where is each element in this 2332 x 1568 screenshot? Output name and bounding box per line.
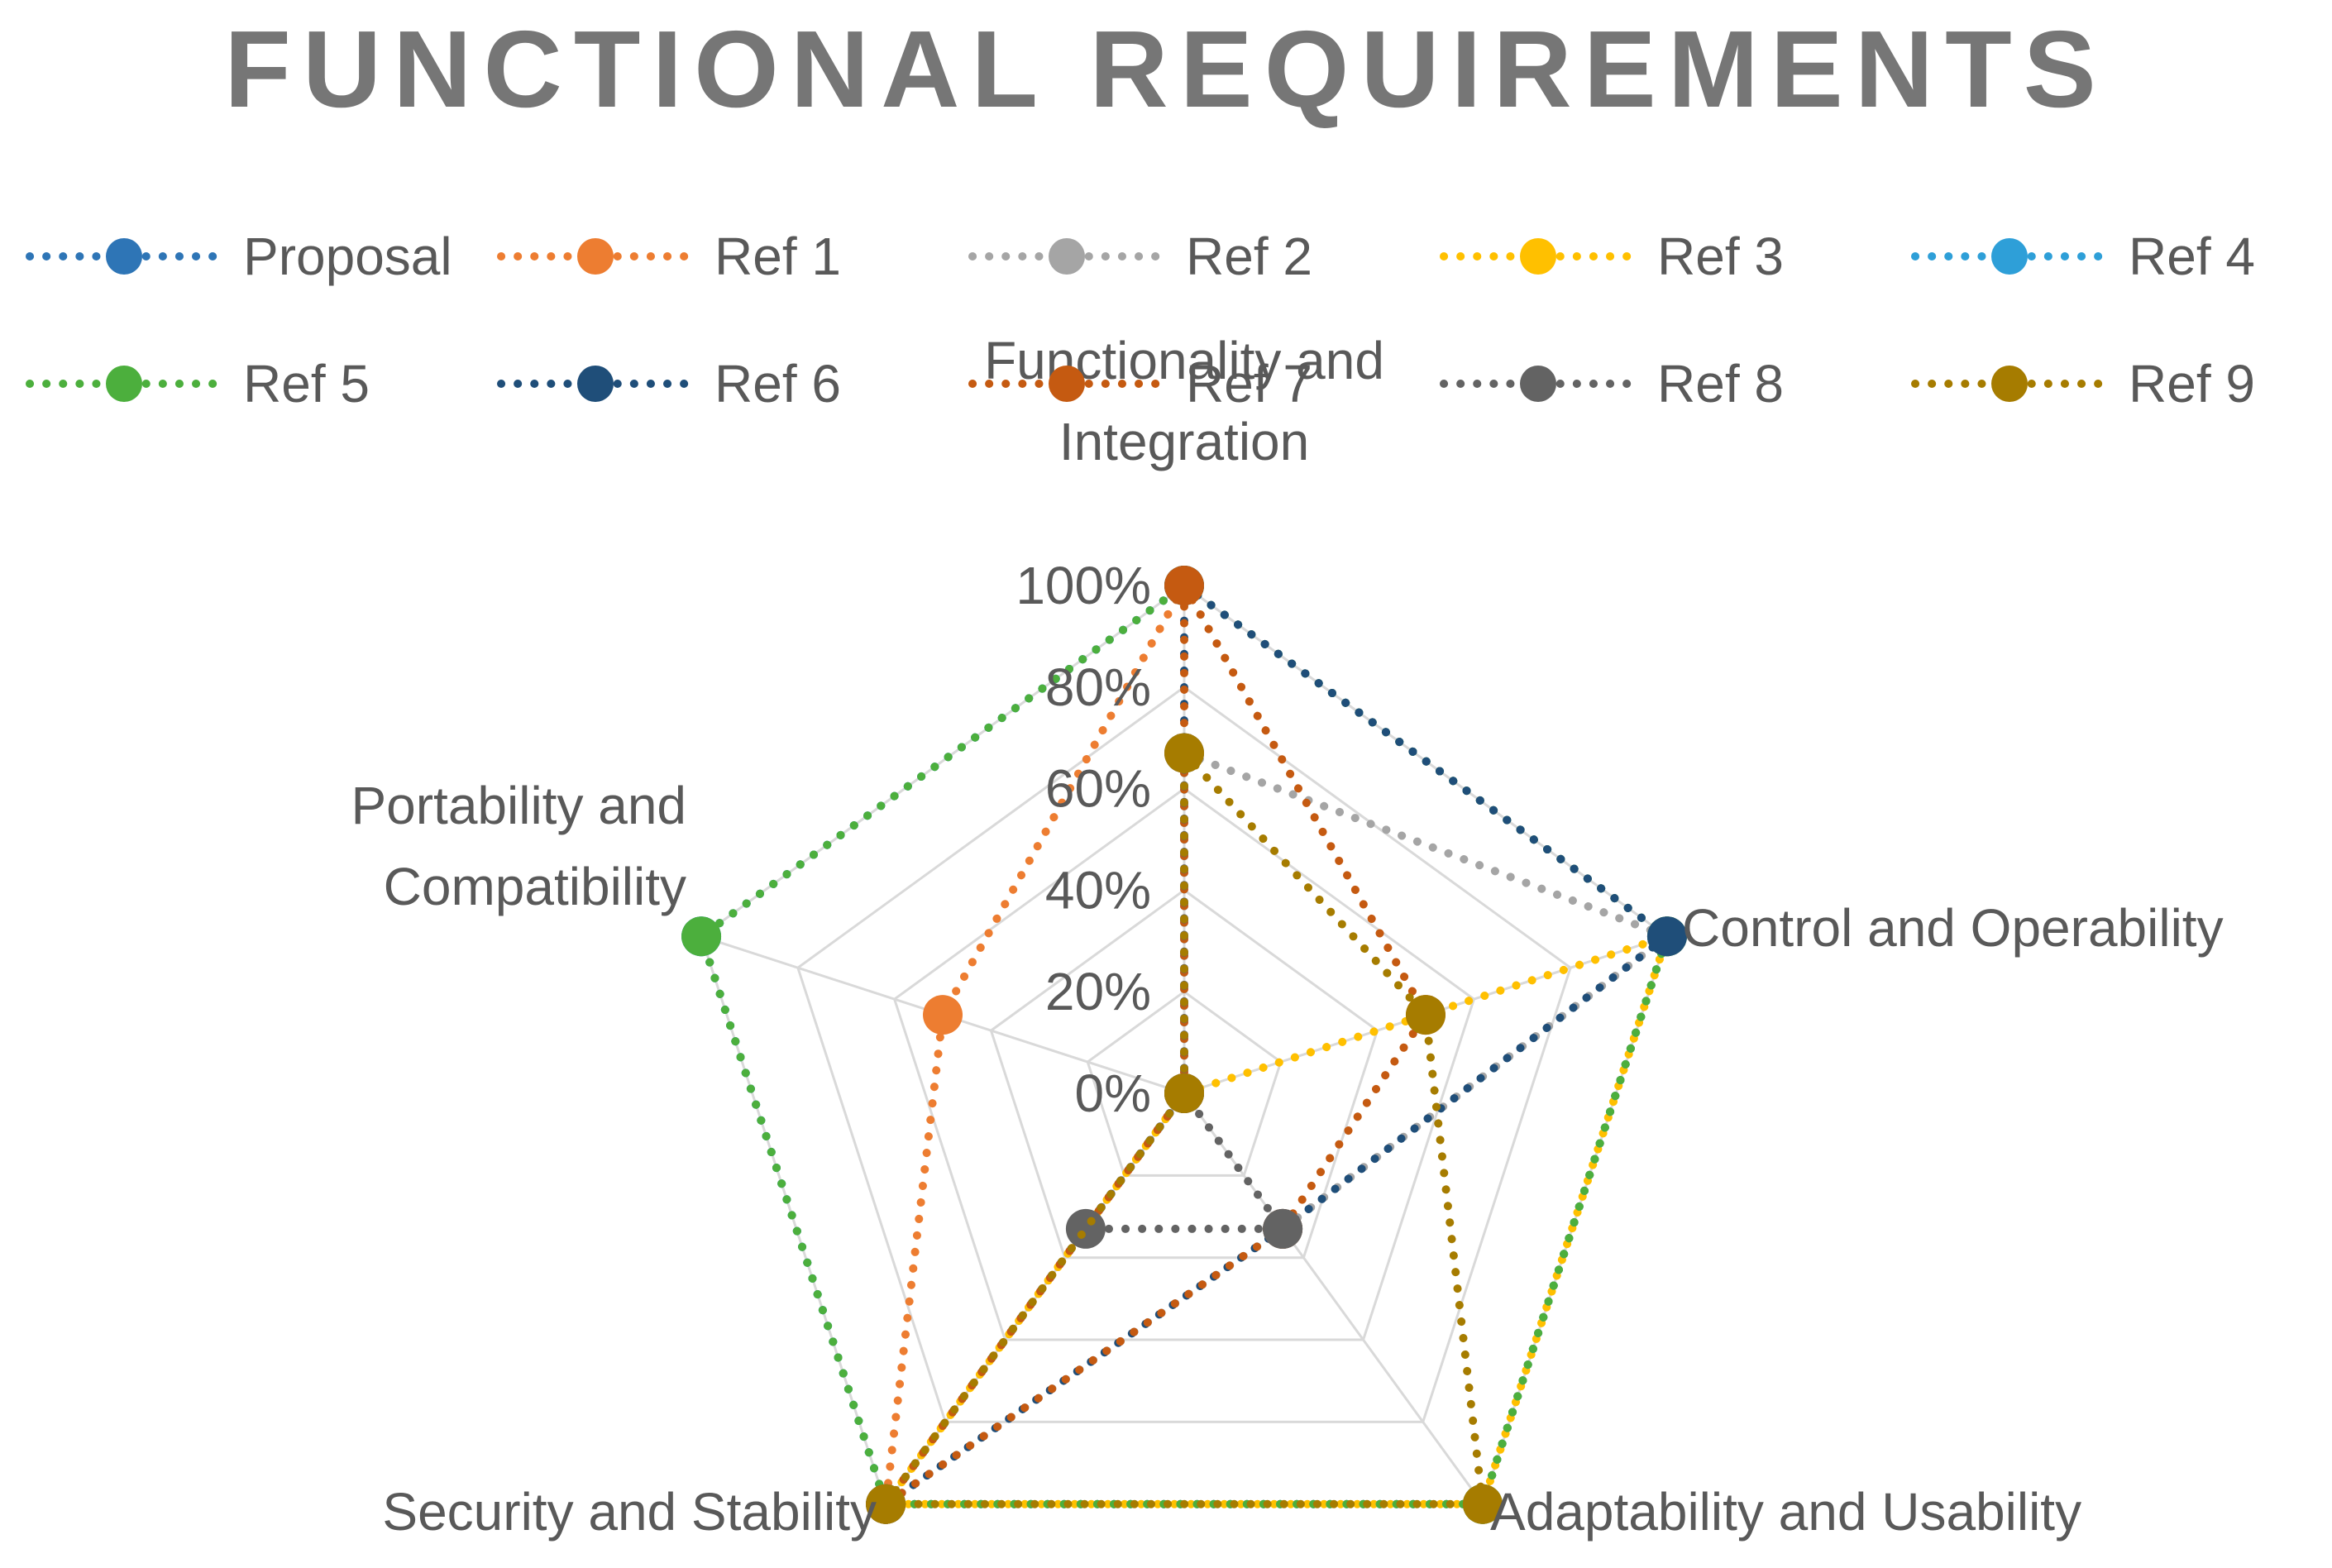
tick-label: 60% <box>1045 759 1151 819</box>
legend-item: Ref 1 <box>496 217 968 296</box>
legend-marker <box>1991 366 2028 402</box>
legend-label: Ref 4 <box>2129 227 2255 286</box>
legend-label: Proposal <box>243 227 452 286</box>
legend-swatch <box>1911 366 2109 402</box>
series-line <box>882 581 1430 1508</box>
legend-item: Ref 2 <box>968 217 1439 296</box>
tick-label: 40% <box>1045 860 1151 920</box>
axis-label-line: Control and Operability <box>1682 898 2224 958</box>
data-point <box>1462 1484 1503 1524</box>
legend-item: Proposal <box>25 217 496 296</box>
legend-swatch <box>1440 366 1637 402</box>
legend-swatch <box>26 238 223 275</box>
legend-swatch <box>497 238 695 275</box>
tick-label: 100% <box>1015 556 1151 615</box>
tick-label: 80% <box>1045 657 1151 717</box>
data-point <box>1164 733 1204 773</box>
data-point <box>1164 1073 1204 1113</box>
grid-spoke-2 <box>1183 1092 1484 1505</box>
grid-ring-40 <box>989 888 1379 1260</box>
chart-title: FUNCTIONAL REQUIREMENTS <box>224 8 2108 130</box>
tick-label: 20% <box>1045 962 1151 1021</box>
legend-marker <box>1991 238 2028 275</box>
data-point <box>1405 995 1446 1035</box>
legend-label: Ref 2 <box>1186 227 1312 286</box>
axis-label-line: Compatibility <box>384 857 686 916</box>
series-layer <box>681 566 1687 1524</box>
legend-marker <box>1520 366 1556 402</box>
legend-item: Ref 5 <box>25 344 496 423</box>
series-ref-1 <box>866 566 1687 1524</box>
data-point <box>1065 1208 1106 1249</box>
data-point <box>923 995 963 1035</box>
series-line <box>882 748 1671 1508</box>
data-point <box>1164 566 1204 605</box>
axis-label-line: Security and Stability <box>382 1482 877 1542</box>
series-ref-6 <box>866 566 1687 1524</box>
axis-label: Adaptability and Usability <box>1490 1482 2081 1542</box>
legend-marker <box>106 238 142 275</box>
legend-label: Ref 8 <box>1657 354 1784 414</box>
legend-label: Ref 5 <box>243 354 370 414</box>
legend-item: Ref 6 <box>496 344 968 423</box>
legend-marker <box>1520 238 1556 275</box>
legend-swatch <box>497 366 695 402</box>
grid-ring-80 <box>796 685 1572 1423</box>
legend-label: Ref 7 <box>1186 354 1312 414</box>
legend-item: Ref 4 <box>1910 217 2332 296</box>
series-ref-9 <box>866 733 1503 1524</box>
series-line <box>882 581 1671 1508</box>
data-point <box>1646 916 1687 957</box>
data-point <box>681 916 722 957</box>
tick-labels: 0% 20% 40% 60% 80% 100% <box>1015 556 1151 1123</box>
legend-marker <box>1049 366 1085 402</box>
legend-swatch <box>968 366 1166 402</box>
axis-label: Security and Stability <box>382 1482 877 1542</box>
tick-label: 0% <box>1075 1064 1152 1123</box>
data-point <box>1263 1208 1303 1249</box>
legend-marker <box>106 366 142 402</box>
series-line <box>882 748 1487 1508</box>
grid-ring-20 <box>1086 990 1283 1177</box>
legend-marker <box>1049 238 1085 275</box>
legend-marker <box>577 366 614 402</box>
legend-label: Ref 6 <box>714 354 841 414</box>
data-point <box>866 1484 906 1524</box>
series-line <box>882 581 1671 1508</box>
axis-label: Control and Operability <box>1682 898 2224 958</box>
legend-swatch <box>1440 238 1637 275</box>
legend-item: Ref 7 <box>968 344 1439 423</box>
legend-swatch <box>968 238 1166 275</box>
legend-swatch <box>26 366 223 402</box>
legend-marker <box>577 238 614 275</box>
axis-label-line: Integration <box>1059 412 1309 471</box>
legend-label: Ref 3 <box>1657 227 1784 286</box>
grid-ring-60 <box>892 786 1476 1341</box>
legend-swatch <box>1911 238 2109 275</box>
legend: Proposal Ref 1 Ref 2 Ref 3 Ref 4 Ref 5 Ref 6 Re… <box>25 217 2324 423</box>
axis-label-line: Adaptability and Usability <box>1490 1482 2081 1542</box>
legend-item: Ref 3 <box>1439 217 1910 296</box>
axis-label-line: Portability and <box>351 776 686 835</box>
legend-label: Ref 9 <box>2129 354 2255 414</box>
legend-item: Ref 9 <box>1910 344 2332 423</box>
legend-item: Ref 8 <box>1439 344 1910 423</box>
legend-label: Ref 1 <box>714 227 841 286</box>
